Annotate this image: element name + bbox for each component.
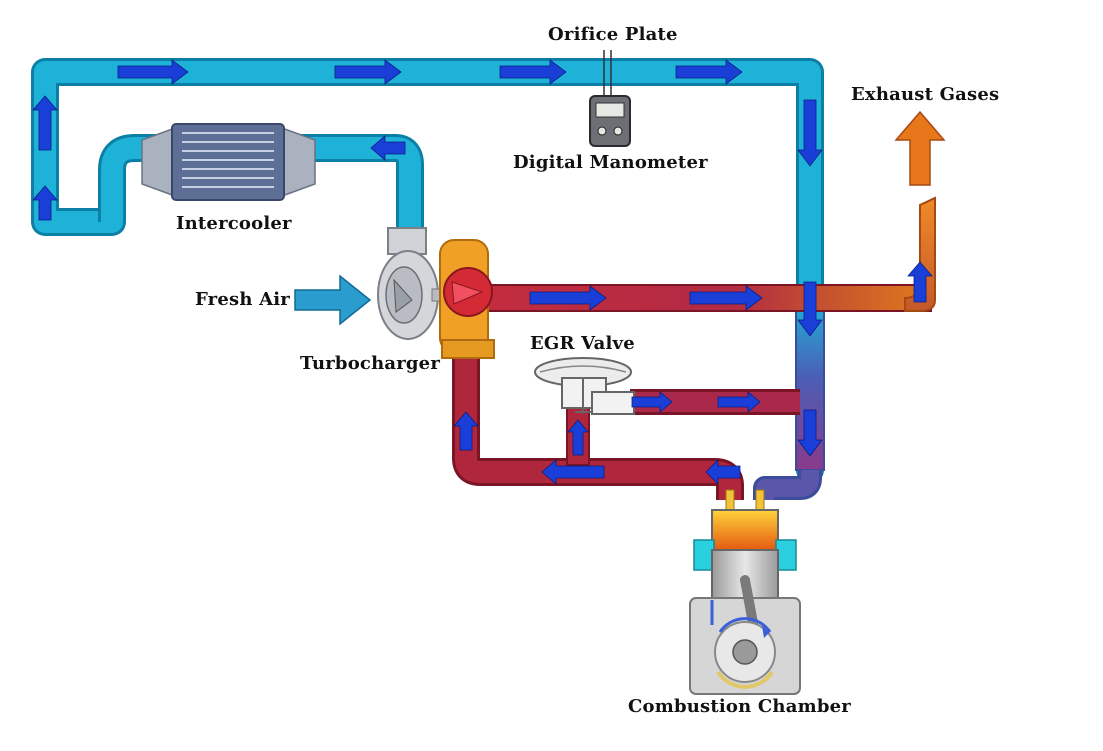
egr-valve-label: EGR Valve [530,333,635,354]
combustion-chamber [689,489,801,695]
exhaust-gases-label: Exhaust Gases [851,84,1000,105]
digital-manometer-label: Digital Manometer [513,152,708,173]
fresh-air-arrow-icon [294,274,372,326]
fresh-air-label: Fresh Air [195,289,290,310]
combustion-chamber-label: Combustion Chamber [628,696,851,717]
orifice-plate-label: Orifice Plate [548,24,678,45]
turbocharger [377,227,495,359]
flow-arrows [32,59,933,485]
exhaust-arrow-icon [894,110,946,186]
egr-pipe [452,350,800,500]
turbocharger-label: Turbocharger [300,353,441,374]
egr-valve [534,357,635,415]
intercooler [141,123,316,201]
digital-manometer [589,50,631,147]
intercooler-label: Intercooler [176,213,292,234]
